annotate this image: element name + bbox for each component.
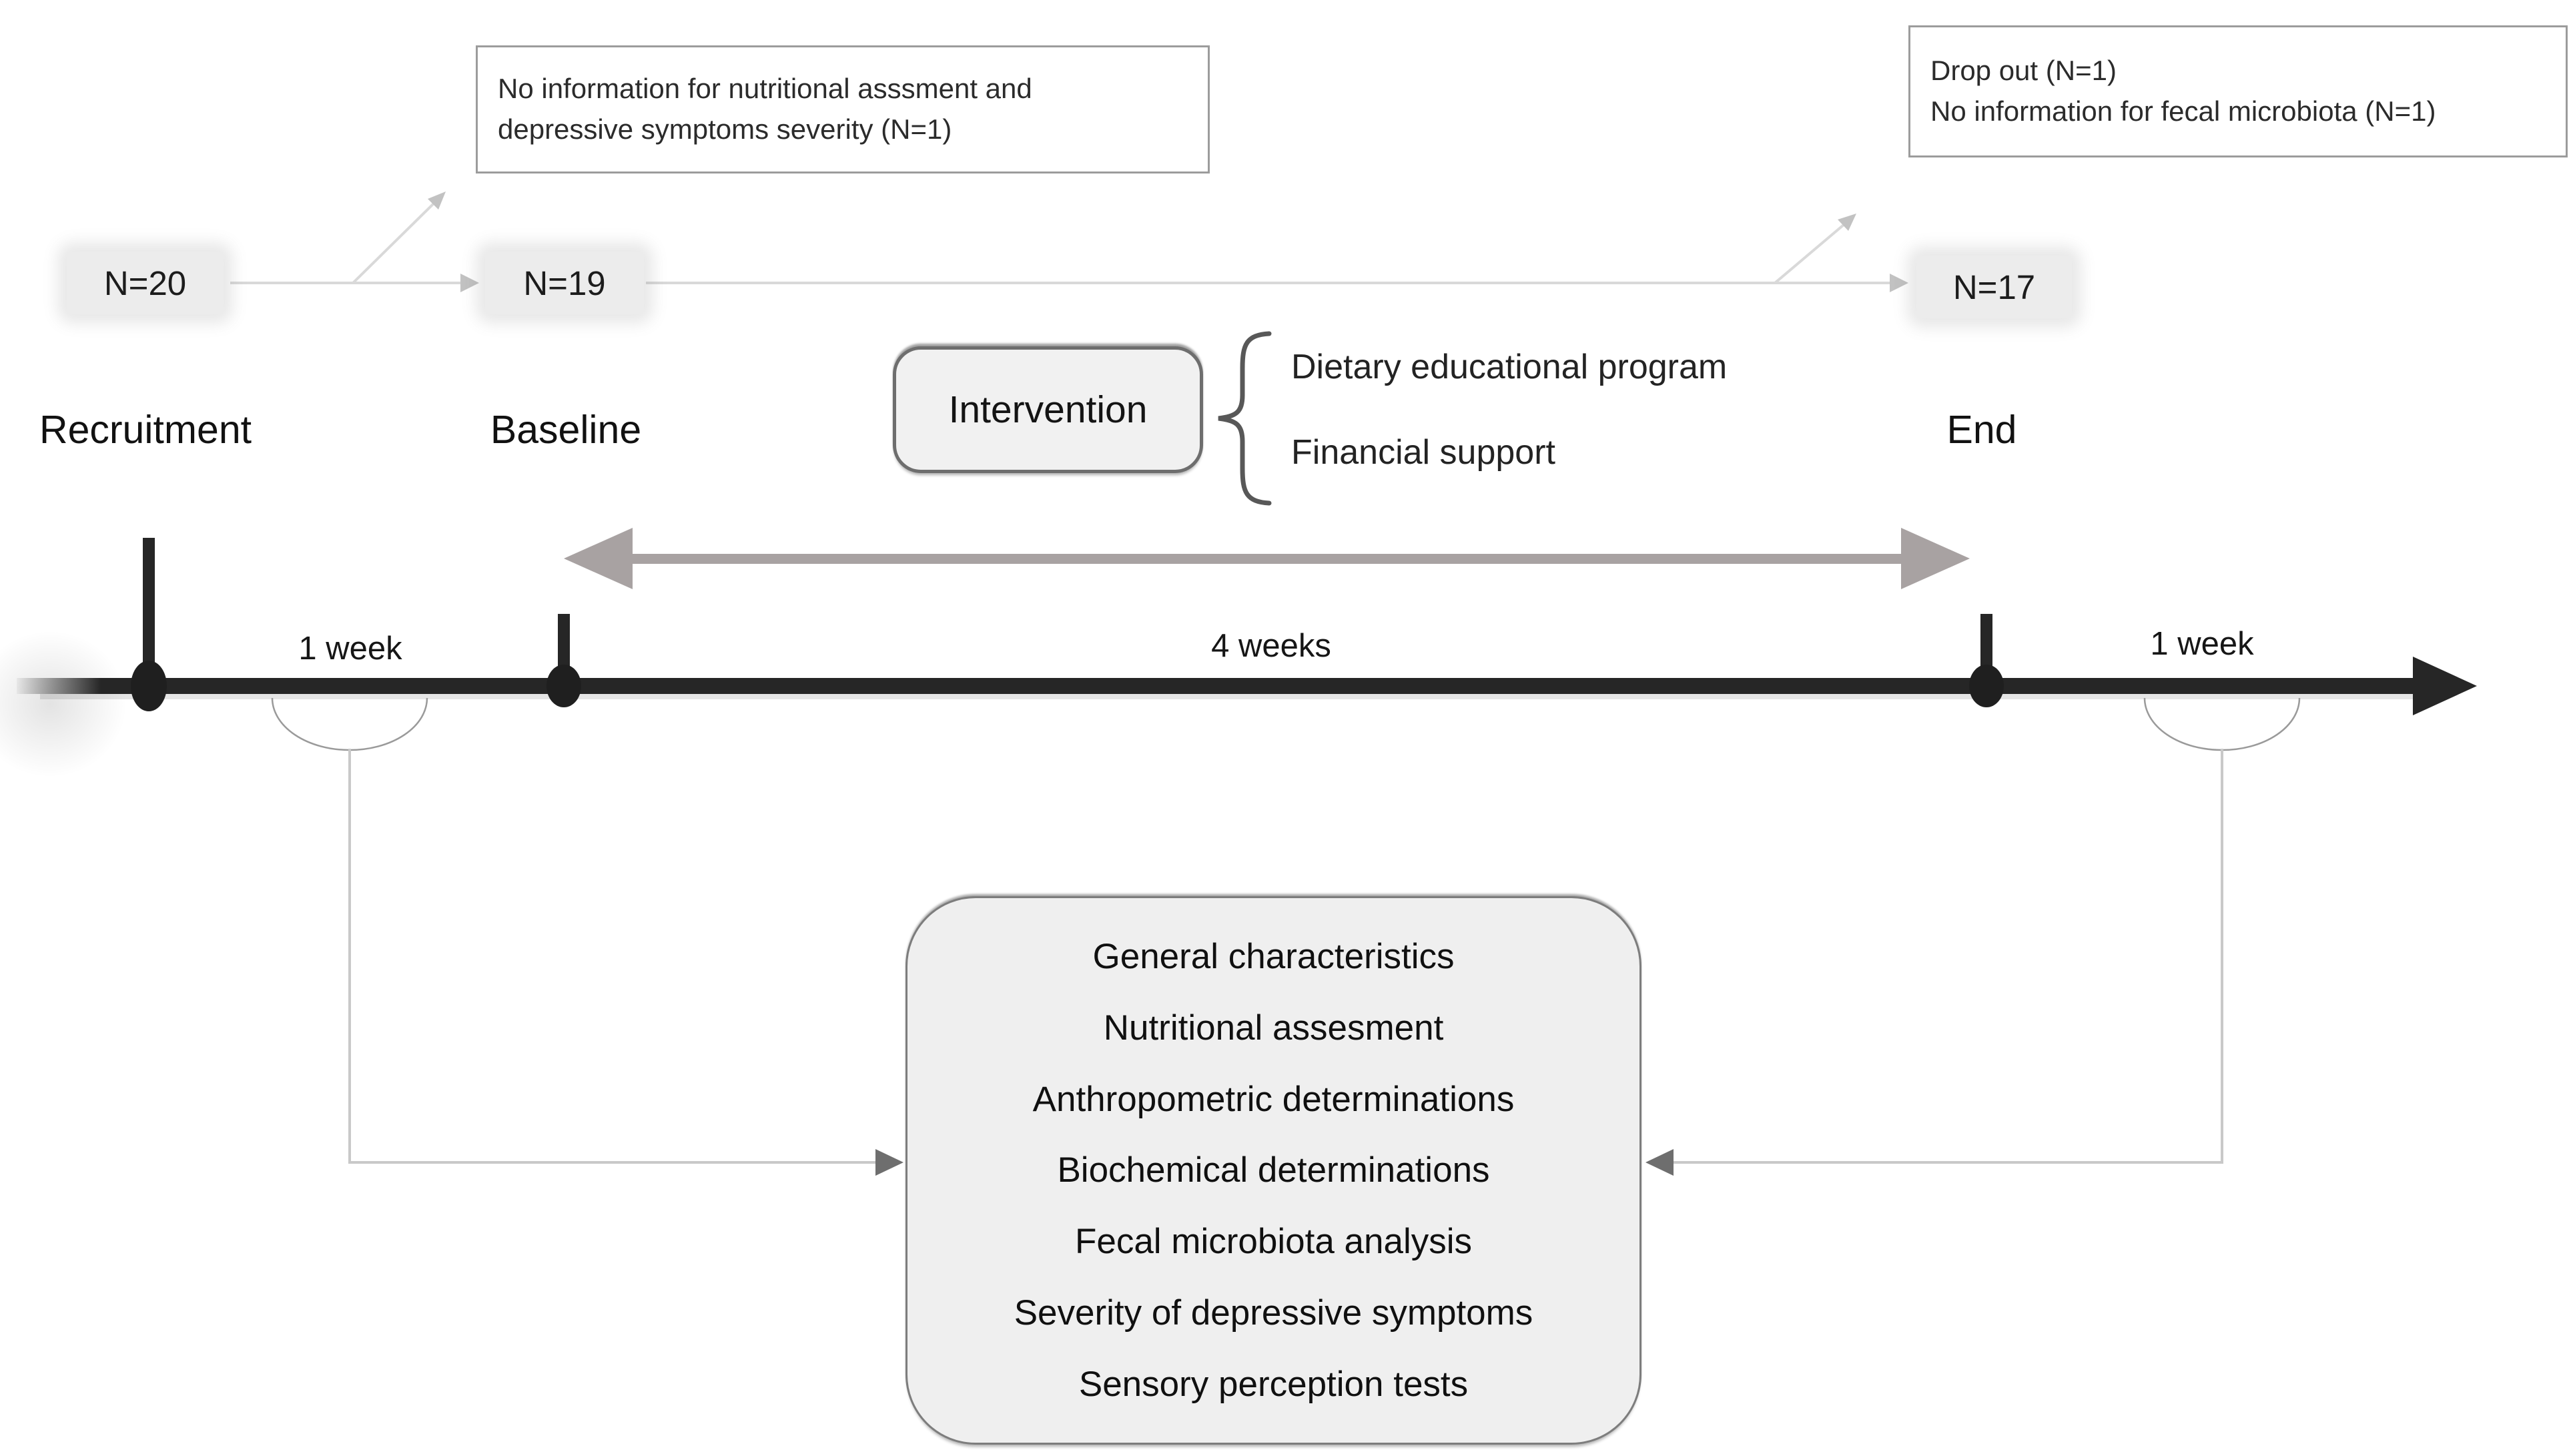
period-label-post: 1 week xyxy=(2150,626,2254,662)
annotation-text: depressive symptoms severity (N=1) xyxy=(498,113,952,145)
annotation-text: Drop out (N=1) xyxy=(1930,55,2117,87)
period-label-pre: 1 week xyxy=(298,631,402,667)
assessments-box: General characteristics Nutritional asse… xyxy=(905,896,1641,1445)
intervention-span-arrow xyxy=(564,528,1970,589)
annotation-text: No information for nutritional asssment … xyxy=(498,73,1032,105)
end-node xyxy=(1969,665,2004,707)
intervention-item: Financial support xyxy=(1291,433,1555,472)
timeline-shadow xyxy=(40,694,2416,699)
n-badge-recruitment: N=20 xyxy=(67,252,224,314)
right-connector xyxy=(1645,749,2223,1176)
assessment-item: General characteristics xyxy=(1092,936,1455,976)
annotation-text: No information for fecal microbiota (N=1… xyxy=(1930,95,2436,127)
left-connector xyxy=(348,749,903,1176)
timeline-arrowhead xyxy=(2413,657,2477,715)
intervention-item: Dietary educational program xyxy=(1291,348,1728,386)
recruitment-node xyxy=(131,661,167,711)
stage-label-end: End xyxy=(1946,408,2017,452)
flow-arrow-n20-to-n19 xyxy=(230,274,479,292)
baseline-node xyxy=(546,665,581,707)
n-badge-baseline: N=19 xyxy=(485,252,644,314)
recruitment-tick xyxy=(143,538,155,691)
flow-arrow-n19-to-n17 xyxy=(646,274,1908,292)
timeline-axis xyxy=(17,538,2477,715)
right-annotation-box: Drop out (N=1) No information for fecal … xyxy=(1908,25,2568,157)
stage-label-recruitment: Recruitment xyxy=(39,408,252,452)
flow-arrow-to-left-annotation xyxy=(352,192,446,284)
flow-arrow-to-right-annotation xyxy=(1774,214,1856,284)
post-period-arc xyxy=(2143,697,2301,751)
intervention-box: Intervention xyxy=(893,346,1203,473)
assessment-item: Biochemical determinations xyxy=(1057,1150,1490,1190)
assessment-item: Nutritional assesment xyxy=(1103,1008,1444,1048)
assessment-item: Fecal microbiota analysis xyxy=(1074,1222,1472,1262)
n-badge-end: N=17 xyxy=(1916,256,2072,318)
assessment-item: Anthropometric determinations xyxy=(1032,1079,1515,1119)
timeline-left-smudge xyxy=(0,631,127,777)
assessment-item: Sensory perception tests xyxy=(1078,1364,1469,1404)
pre-period-arc xyxy=(271,697,428,751)
period-label-intervention: 4 weeks xyxy=(1211,628,1331,664)
timeline-bar xyxy=(17,678,2419,694)
stage-label-baseline: Baseline xyxy=(490,408,642,452)
brace-icon xyxy=(1218,331,1272,506)
left-annotation-box: No information for nutritional asssment … xyxy=(476,45,1210,173)
assessment-item: Severity of depressive symptoms xyxy=(1014,1293,1533,1333)
